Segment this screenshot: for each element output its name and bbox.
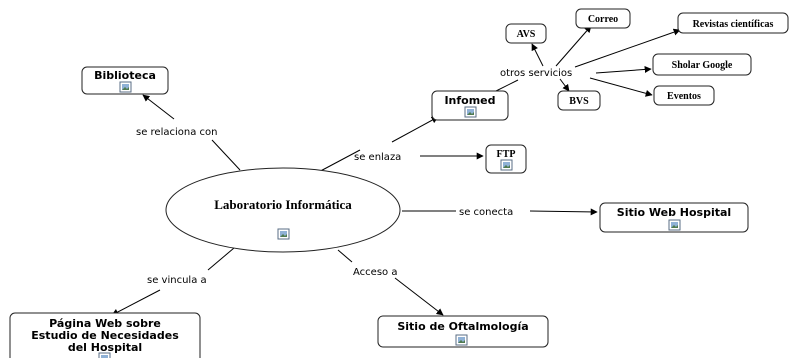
concept-label-oftalmologia: Sitio de Oftalmología xyxy=(397,320,528,333)
edge-otros-sholar xyxy=(595,65,652,74)
edge-lab-vincula xyxy=(207,247,235,271)
edge-lab-acceso xyxy=(337,249,353,263)
link-label-enlaza: se enlaza xyxy=(354,152,401,163)
image-icon[interactable] xyxy=(98,352,111,358)
concept-infomed[interactable]: Infomed xyxy=(431,90,509,121)
concept-label-laboratorio: Laboratorio Informática xyxy=(214,197,352,212)
concept-label-correo: Correo xyxy=(588,14,618,25)
concept-label-avs: AVS xyxy=(517,29,536,40)
concept-label-eventos: Eventos xyxy=(667,91,701,102)
concept-label-pagina-3: del Hospital xyxy=(68,341,142,354)
concept-avs[interactable]: AVS xyxy=(505,23,547,44)
link-labels: se relaciona con se enlaza se conecta Ac… xyxy=(136,68,572,286)
link-label-otros: otros servicios xyxy=(500,68,572,79)
edge-otros-bvs xyxy=(559,78,570,92)
edge-conecta-sitio xyxy=(529,208,598,216)
concept-biblioteca[interactable]: Biblioteca xyxy=(81,66,169,95)
edge-otros-eventos xyxy=(589,77,653,97)
image-icon[interactable] xyxy=(455,334,468,346)
concept-label-revistas: Revistas científicas xyxy=(693,19,774,30)
image-icon[interactable] xyxy=(119,81,132,93)
edge-otros-avs xyxy=(531,43,544,67)
edge-enlaza-infomed xyxy=(391,116,439,143)
concept-bvs[interactable]: BVS xyxy=(557,90,601,111)
edge-vincula-pagina xyxy=(111,289,161,316)
edge-lab-relaciona xyxy=(211,139,241,171)
image-icon[interactable] xyxy=(668,219,681,231)
concept-ftp[interactable]: FTP xyxy=(485,144,527,174)
edge-otros-revistas xyxy=(574,28,681,68)
edges xyxy=(111,25,681,316)
concept-revistas[interactable]: Revistas científicas xyxy=(677,12,789,34)
concept-pagina-web[interactable]: Página Web sobre Estudio de Necesidades … xyxy=(9,312,201,358)
concept-correo[interactable]: Correo xyxy=(575,8,631,29)
edge-acceso-oftal xyxy=(394,277,444,316)
concept-label-infomed: Infomed xyxy=(444,94,495,107)
concept-label-bvs: BVS xyxy=(569,96,589,107)
concept-label-pagina-1: Página Web sobre xyxy=(49,317,161,330)
image-icon[interactable] xyxy=(500,159,513,171)
concept-oftalmologia[interactable]: Sitio de Oftalmología xyxy=(377,315,549,348)
concept-sitio-web-hospital[interactable]: Sitio Web Hospital xyxy=(599,202,749,233)
concept-label-ftp: FTP xyxy=(497,149,516,160)
concept-label-pagina-2: Estudio de Necesidades xyxy=(31,329,179,342)
concept-laboratorio[interactable]: Laboratorio Informática xyxy=(165,167,401,253)
concept-label-sholar: Sholar Google xyxy=(672,60,733,71)
link-label-conecta: se conecta xyxy=(459,207,513,218)
concept-label-sitio-web: Sitio Web Hospital xyxy=(617,206,731,219)
edge-infomed-otros xyxy=(495,79,519,92)
concept-eventos[interactable]: Eventos xyxy=(653,85,715,106)
image-icon[interactable] xyxy=(464,106,477,118)
link-label-relaciona: se relaciona con xyxy=(136,127,217,138)
concept-sholar-google[interactable]: Sholar Google xyxy=(652,53,752,76)
link-label-acceso: Acceso a xyxy=(353,267,397,278)
link-label-vincula: se vincula a xyxy=(147,275,207,286)
edge-relaciona-biblioteca xyxy=(142,94,175,120)
concept-label-biblioteca: Biblioteca xyxy=(94,69,156,82)
edge-otros-correo xyxy=(555,25,592,67)
image-icon[interactable] xyxy=(277,228,290,240)
